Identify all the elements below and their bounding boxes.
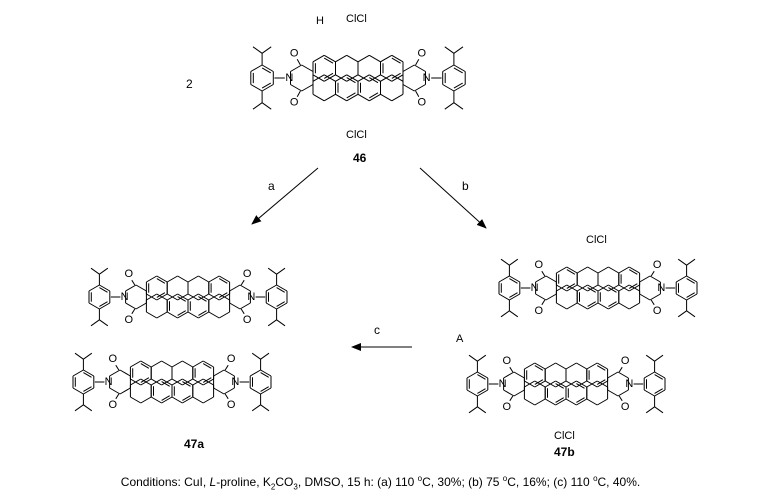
imide-nitrogen: N: [247, 291, 255, 303]
imide-nitrogen: N: [625, 378, 633, 390]
caption-lead: Conditions: CuI,: [120, 475, 210, 489]
clcl-label-47b-top: ClCl: [586, 234, 607, 246]
caption-rest-4: C, 40%.: [597, 475, 641, 489]
imide-nitrogen: N: [121, 291, 129, 303]
imide-nitrogen: N: [231, 376, 239, 388]
carbonyl-oxygen: O: [227, 399, 236, 411]
arrow-a-label: a: [268, 179, 275, 193]
carbonyl-oxygen: O: [621, 355, 630, 367]
arrow-b-label: b: [462, 179, 469, 193]
carbonyl-oxygen: O: [535, 305, 544, 317]
carbonyl-oxygen: O: [125, 268, 134, 280]
carbonyl-oxygen: O: [125, 314, 134, 326]
compound-label-47a: 47a: [184, 437, 204, 451]
carbonyl-oxygen: O: [109, 353, 118, 365]
carbonyl-oxygen: O: [535, 259, 544, 271]
compound-label-47b: 47b: [554, 445, 575, 459]
carbonyl-oxygen: O: [290, 47, 299, 59]
stoich-coefficient: 2: [186, 77, 193, 91]
imide-nitrogen: N: [423, 72, 431, 84]
carbonyl-oxygen: O: [418, 47, 427, 59]
caption-sub-2: 2: [270, 482, 276, 492]
imide-nitrogen: N: [531, 282, 539, 294]
caption-co: CO: [275, 475, 294, 489]
carbonyl-oxygen: O: [227, 353, 236, 365]
carbonyl-oxygen: O: [290, 97, 299, 109]
clcl-label-46-bottom: ClCl: [346, 129, 367, 141]
atom-h-label: H: [316, 15, 324, 27]
molecule-46: N O O N O O: [250, 46, 466, 110]
carbonyl-oxygen: O: [243, 268, 252, 280]
conditions-caption: Conditions: CuI, L-proline, K2CO3, DMSO,…: [0, 474, 761, 491]
caption-italic-l: L: [209, 475, 217, 489]
clcl-label-46-top: ClCl: [346, 13, 367, 25]
carbonyl-oxygen: O: [653, 259, 662, 271]
carbonyl-oxygen: O: [243, 314, 252, 326]
atom-a-label: A: [456, 333, 464, 345]
imide-nitrogen: N: [105, 376, 113, 388]
caption-degree-2: o: [502, 474, 508, 483]
arrow-b: [419, 167, 487, 229]
carbonyl-oxygen: O: [503, 401, 512, 413]
caption-sub-3: 3: [293, 482, 298, 492]
arrow-c-label: c: [374, 323, 380, 337]
carbonyl-oxygen: O: [418, 97, 427, 109]
imide-nitrogen: N: [285, 72, 293, 84]
imide-nitrogen: N: [657, 282, 665, 294]
carbonyl-oxygen: O: [653, 305, 662, 317]
caption-rest-1: , DMSO, 15 h: (a) 110: [297, 475, 418, 489]
carbonyl-oxygen: O: [109, 399, 118, 411]
carbonyl-oxygen: O: [621, 401, 630, 413]
caption-degree-3: o: [593, 474, 598, 483]
imide-nitrogen: N: [499, 378, 507, 390]
caption-rest-3: C, 16%; (c) 110: [507, 475, 594, 489]
caption-rest-2: C, 30%; (b) 75: [422, 475, 503, 489]
caption-degree-1: o: [417, 474, 423, 483]
arrow-a: [251, 167, 319, 225]
caption-proline: -proline, K: [216, 475, 271, 489]
clcl-label-47b-bottom: ClCl: [554, 430, 575, 442]
compound-label-46: 46: [353, 151, 367, 165]
carbonyl-oxygen: O: [503, 355, 512, 367]
